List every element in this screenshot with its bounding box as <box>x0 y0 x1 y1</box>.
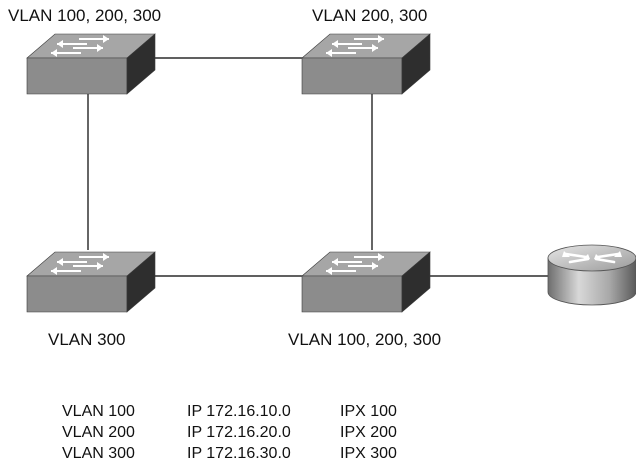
switch-bottom-right-icon <box>301 251 431 313</box>
switch-arrowhead-icon <box>57 40 63 48</box>
vlan-cell: VLAN 200 <box>62 424 135 441</box>
switch-label-top-left: VLAN 100, 200, 300 <box>8 6 162 25</box>
switch-top-right-icon <box>301 33 431 95</box>
router-icon <box>547 244 636 306</box>
switch-side-face <box>401 251 431 313</box>
switch-front-face <box>26 275 128 313</box>
switch-top-left-icon <box>26 33 156 95</box>
switch-arrowhead-icon <box>103 35 109 43</box>
switch-front-face <box>26 57 128 95</box>
ipx-cell: IPX 100 <box>340 403 397 420</box>
switch-arrowhead-icon <box>51 49 57 57</box>
switch-side-face <box>126 33 156 95</box>
switch-arrowhead-icon <box>51 267 57 275</box>
vlan-cell: VLAN 100 <box>62 403 135 420</box>
switch-arrowhead-icon <box>97 262 103 270</box>
switch-front-face <box>301 275 403 313</box>
switch-arrowhead-icon <box>97 44 103 52</box>
switch-arrowhead-icon <box>57 258 63 266</box>
switch-arrowhead-icon <box>326 267 332 275</box>
switch-arrowhead-icon <box>378 35 384 43</box>
switch-arrowhead-icon <box>326 49 332 57</box>
ip-cell: IP 172.16.30.0 <box>187 445 291 462</box>
switch-label-top-right: VLAN 200, 300 <box>312 6 428 25</box>
switch-arrowhead-icon <box>378 253 384 261</box>
switch-arrowhead-icon <box>372 262 378 270</box>
switch-arrowhead-icon <box>103 253 109 261</box>
switch-arrowhead-icon <box>332 40 338 48</box>
switch-side-face <box>401 33 431 95</box>
switch-bottom-left-icon <box>26 251 156 313</box>
switch-front-face <box>301 57 403 95</box>
switch-arrowhead-icon <box>372 44 378 52</box>
ipx-cell: IPX 300 <box>340 445 397 462</box>
ip-cell: IP 172.16.20.0 <box>187 424 291 441</box>
switch-label-bottom-left: VLAN 300 <box>48 330 126 349</box>
ip-cell: IP 172.16.10.0 <box>187 403 291 420</box>
switch-side-face <box>126 251 156 313</box>
switch-label-bottom-right: VLAN 100, 200, 300 <box>288 330 442 349</box>
switch-arrowhead-icon <box>332 258 338 266</box>
ipx-cell: IPX 200 <box>340 424 397 441</box>
vlan-cell: VLAN 300 <box>62 445 135 462</box>
